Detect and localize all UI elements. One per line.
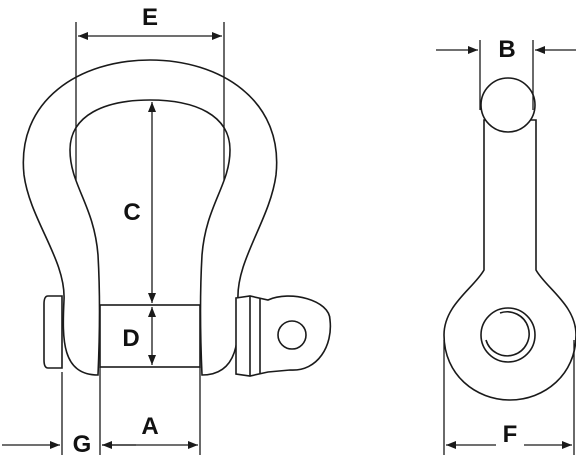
shackle-bow (22, 59, 278, 376)
pin-body (99, 304, 201, 368)
label-g: G (73, 431, 92, 458)
side-pin-hole-inner (485, 311, 530, 357)
label-a: A (141, 413, 158, 440)
label-d: D (122, 325, 139, 352)
front-view-shackle (22, 59, 332, 377)
label-b: B (498, 36, 515, 63)
dimension-lines (2, 22, 576, 455)
label-f: F (503, 421, 518, 448)
side-pin-hole-outer (480, 307, 536, 363)
side-view-shackle (443, 77, 576, 401)
label-c: C (123, 199, 140, 226)
side-body (443, 119, 576, 401)
label-e: E (142, 4, 158, 31)
side-top-boss (480, 77, 536, 133)
eye-hole (277, 320, 307, 350)
pin-head-left (43, 295, 63, 369)
